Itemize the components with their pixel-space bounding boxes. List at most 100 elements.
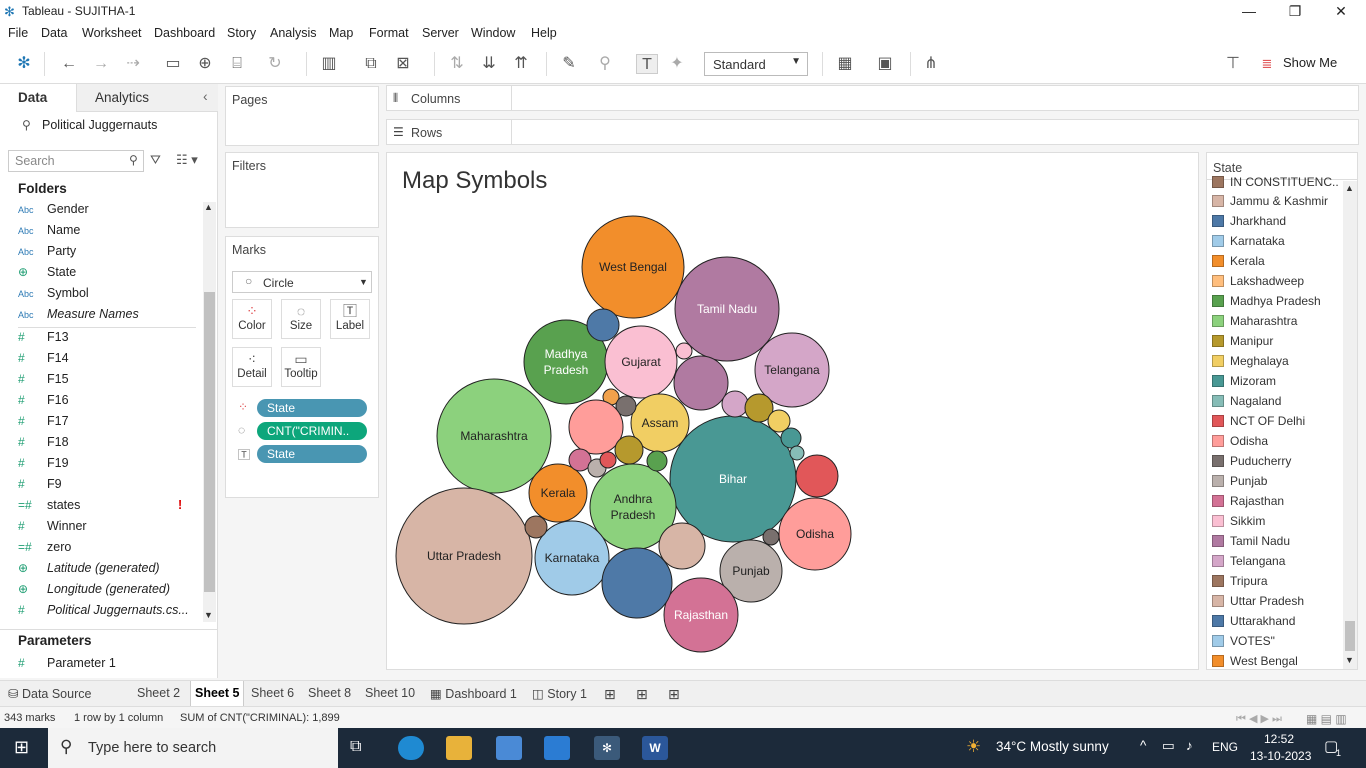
show-me-button[interactable]: Show Me [1283, 55, 1338, 70]
legend-item[interactable]: Uttar Pradesh [1212, 594, 1304, 614]
refresh-icon[interactable]: ↻ [268, 55, 282, 72]
new-worksheet-tab-icon[interactable]: ⊞ [604, 686, 616, 702]
legend-item[interactable]: Odisha [1212, 434, 1268, 454]
menu-map[interactable]: Map [329, 26, 354, 40]
tab-sheet-2[interactable]: Sheet 2 [137, 686, 181, 700]
bubble-mark[interactable] [767, 409, 791, 433]
bubble-mark[interactable] [673, 355, 729, 411]
mark-type-dropdown[interactable]: ○ Circle ▼ [232, 271, 372, 293]
legend-item[interactable]: Tripura [1212, 574, 1268, 594]
highlight-icon[interactable]: ✎ [562, 55, 576, 72]
field-list-scrollbar[interactable]: ▲ ▼ [203, 202, 216, 622]
legend-item[interactable]: Tamil Nadu [1212, 534, 1290, 554]
tab-sheet-10[interactable]: Sheet 10 [365, 686, 416, 700]
bubble-mark[interactable] [719, 539, 783, 603]
field-item[interactable]: ⊕State [18, 265, 76, 285]
show-me-icon[interactable]: ≣ [1261, 56, 1273, 71]
pause-updates-icon[interactable]: ⌸ [232, 55, 242, 72]
state-color-pill[interactable]: State [257, 399, 367, 417]
legend-item[interactable]: Nagaland [1212, 394, 1281, 414]
scroll-down-icon[interactable]: ▼ [1345, 655, 1354, 665]
filters-card[interactable]: Filters [225, 152, 379, 228]
tray-chevron-icon[interactable]: ^ [1140, 738, 1147, 753]
store-icon[interactable] [496, 736, 522, 760]
field-item[interactable]: #F18 [18, 435, 69, 455]
legend-item[interactable]: Jammu & Kashmir [1212, 194, 1328, 214]
field-item[interactable]: =#states! [18, 498, 182, 518]
field-item[interactable]: ⊕Latitude (generated) [18, 561, 160, 581]
bubble-mark[interactable] [599, 451, 617, 469]
state-label-pill[interactable]: State [257, 445, 367, 463]
fix-axes-icon[interactable]: ✦ [670, 55, 684, 72]
bubble-mark[interactable] [778, 497, 852, 571]
parameter-item[interactable]: #Parameter 1 [18, 656, 116, 676]
sort-ascending-icon[interactable]: ⇊ [482, 55, 496, 72]
legend-item[interactable]: Karnataka [1212, 234, 1285, 254]
bubble-mark[interactable] [795, 454, 839, 498]
detail-button[interactable]: ⁖Detail [232, 347, 272, 387]
menu-story[interactable]: Story [227, 26, 257, 40]
replay-icon[interactable]: ⇢ [126, 55, 140, 72]
bubble-mark[interactable] [789, 445, 805, 461]
legend-item[interactable]: West Bengal [1212, 654, 1298, 669]
new-dashboard-tab-icon[interactable]: ⊞ [636, 686, 648, 702]
bubble-mark[interactable] [568, 399, 624, 455]
bubble-mark[interactable] [663, 577, 739, 653]
bubble-mark[interactable] [674, 256, 780, 362]
swap-axes-icon[interactable]: ⇅ [450, 55, 464, 72]
legend-scrollbar[interactable]: ▲ ▼ [1343, 181, 1357, 669]
menu-file[interactable]: File [8, 26, 29, 40]
scrollbar-thumb[interactable] [1345, 621, 1355, 651]
duplicate-sheet-icon[interactable]: ⧉ [365, 55, 377, 72]
scroll-down-icon[interactable]: ▼ [204, 610, 213, 620]
new-datasource-icon[interactable]: ⊕ [198, 55, 212, 72]
field-item[interactable]: #Political Juggernauts.cs... [18, 603, 189, 623]
windows-start-icon[interactable]: ⊞ [14, 737, 30, 757]
field-item[interactable]: #F14 [18, 351, 69, 371]
tab-dashboard-1[interactable]: ▦ Dashboard 1 [430, 686, 517, 701]
rows-shelf[interactable]: ☰ Rows [386, 119, 1359, 145]
bubble-mark[interactable] [614, 435, 644, 465]
clock-time[interactable]: 12:52 [1264, 732, 1295, 746]
language-indicator[interactable]: ENG [1212, 740, 1239, 754]
clear-sheet-icon[interactable]: ⊠ [396, 55, 410, 72]
show-labels-icon[interactable]: T [636, 54, 658, 74]
field-item[interactable]: =#zero [18, 540, 71, 560]
notifications-icon[interactable]: ▢ [1324, 738, 1339, 755]
new-worksheet-icon[interactable]: ▥ [321, 55, 337, 72]
tab-sheet-6[interactable]: Sheet 6 [251, 686, 295, 700]
bubble-mark[interactable] [586, 308, 620, 342]
tableau-home-icon[interactable]: ✻ [17, 55, 31, 72]
presentation-mode-icon[interactable]: ▣ [877, 55, 893, 72]
legend-item[interactable]: Lakshadweep [1212, 274, 1304, 294]
bubble-mark[interactable] [762, 528, 780, 546]
legend-item[interactable]: IN CONSTITUENC.. [1212, 175, 1339, 195]
sheet-navigation-icon[interactable]: ⏮ ◀ ▶ ⏭ [1236, 713, 1282, 725]
bubble-mark[interactable] [528, 463, 588, 523]
close-button[interactable]: ✕ [1335, 3, 1347, 19]
weather-text[interactable]: 34°C Mostly sunny [996, 739, 1109, 754]
clock-date[interactable]: 13-10-2023 [1250, 749, 1312, 763]
redo-icon[interactable]: → [93, 55, 109, 72]
bubble-mark[interactable] [780, 427, 802, 449]
bubble-mark[interactable] [534, 520, 610, 596]
legend-item[interactable]: Uttarakhand [1212, 614, 1295, 634]
mail-icon[interactable] [544, 736, 570, 760]
view-toggle-icons[interactable]: ▦ ▤ ▥ [1306, 712, 1347, 726]
new-story-tab-icon[interactable]: ⊞ [668, 686, 680, 702]
criminal-size-pill[interactable]: CNT("CRIMIN.. [257, 422, 367, 440]
tab-story-1[interactable]: ◫ Story 1 [532, 686, 587, 701]
legend-item[interactable]: Mizoram [1212, 374, 1276, 394]
sort-descending-icon[interactable]: ⇈ [514, 55, 528, 72]
file-explorer-icon[interactable] [446, 736, 472, 760]
collapse-pane-icon[interactable]: ‹ [203, 88, 208, 104]
menu-analysis[interactable]: Analysis [270, 26, 317, 40]
legend-item[interactable]: VOTES" [1212, 634, 1275, 654]
datasource-name[interactable]: Political Juggernauts [42, 118, 158, 132]
menu-help[interactable]: Help [531, 26, 557, 40]
field-item[interactable]: #F19 [18, 456, 69, 476]
